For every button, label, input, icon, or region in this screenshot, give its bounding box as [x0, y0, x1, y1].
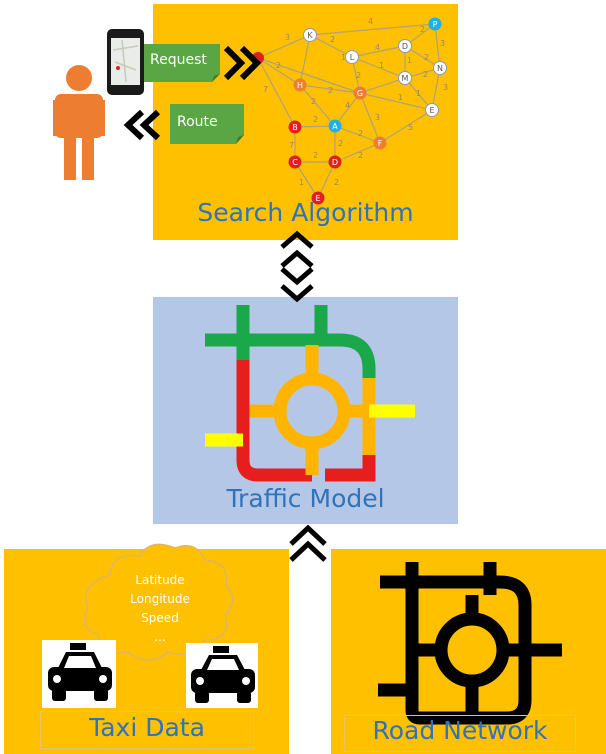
route-label: Route: [177, 114, 218, 130]
svg-text:7: 7: [263, 85, 268, 94]
svg-text:1: 1: [299, 178, 304, 187]
svg-text:L: L: [350, 53, 355, 62]
double-chevron-up-icon: [289, 524, 327, 562]
svg-text:2: 2: [338, 139, 343, 148]
double-chevron-left-icon: [123, 109, 161, 141]
taxi-icon: [186, 643, 258, 708]
svg-text:4: 4: [345, 101, 350, 110]
svg-text:2: 2: [313, 151, 318, 160]
svg-text:A: A: [332, 122, 338, 131]
svg-text:1: 1: [398, 93, 403, 102]
road-network-map: [378, 562, 562, 725]
node-b: [288, 120, 302, 134]
svg-text:5: 5: [408, 123, 413, 132]
node-f: [373, 136, 387, 150]
node-h: [293, 78, 307, 92]
node-d: [328, 155, 342, 169]
svg-text:1: 1: [407, 56, 412, 65]
svg-text:7: 7: [289, 141, 294, 150]
cloud-icon: [83, 543, 234, 661]
graph-nodes: K L D P M N E H G B A F C D E: [252, 17, 447, 205]
node-m: [398, 71, 412, 85]
traffic-model-caption: Traffic Model: [226, 484, 385, 513]
svg-text:3: 3: [285, 33, 290, 42]
taxi-icon: [42, 640, 116, 708]
svg-text:2: 2: [330, 35, 335, 44]
svg-text:N: N: [437, 64, 443, 73]
svg-text:2: 2: [328, 86, 333, 95]
svg-text:2: 2: [276, 61, 281, 70]
svg-text:E: E: [315, 194, 320, 203]
cloud-line-ellipsis: ...: [154, 630, 166, 644]
svg-text:4: 4: [368, 17, 373, 26]
request-label: Request: [150, 52, 207, 68]
request-tag: [144, 44, 220, 82]
svg-text:M: M: [402, 74, 409, 83]
svg-text:K: K: [307, 31, 313, 40]
svg-text:3: 3: [443, 83, 448, 92]
taxi-data-caption-box: [40, 711, 254, 749]
svg-text:2: 2: [358, 151, 363, 160]
svg-text:2: 2: [423, 70, 428, 79]
node-a: [328, 119, 342, 133]
search-algorithm-caption: Search Algorithm: [197, 198, 414, 227]
svg-text:D: D: [402, 42, 408, 51]
cloud-line-longitude: Longitude: [130, 592, 190, 606]
svg-text:B: B: [292, 123, 298, 132]
svg-text:2: 2: [358, 129, 363, 138]
node-e: [311, 191, 325, 205]
svg-text:1: 1: [416, 89, 421, 98]
svg-text:2: 2: [424, 53, 429, 62]
svg-text:F: F: [378, 139, 383, 148]
road-network-caption-box: [344, 715, 576, 752]
svg-text:G: G: [357, 89, 363, 98]
svg-text:2: 2: [420, 25, 425, 34]
svg-text:1: 1: [341, 53, 346, 62]
svg-text:C: C: [292, 158, 298, 167]
svg-text:P: P: [433, 20, 438, 29]
svg-text:2: 2: [311, 97, 316, 106]
node-k: [303, 28, 317, 42]
node-g: [353, 86, 367, 100]
svg-text:2: 2: [313, 115, 318, 124]
traffic-road-map: [205, 305, 415, 482]
svg-text:2: 2: [334, 178, 339, 187]
svg-text:1: 1: [379, 61, 384, 70]
node-d-top: [398, 39, 412, 53]
road-network-caption: Road Network: [372, 716, 548, 745]
svg-text:4: 4: [375, 43, 380, 52]
person-icon: [53, 65, 105, 180]
node-c: [288, 155, 302, 169]
smartphone-icon: [107, 29, 144, 95]
node-p: [428, 17, 442, 31]
route-tag: [170, 104, 244, 144]
svg-text:E: E: [429, 106, 434, 115]
svg-text:2: 2: [356, 71, 361, 80]
node-n: [433, 61, 447, 75]
cloud-text: Latitude Longitude Speed ...: [105, 571, 215, 647]
cloud-line-speed: Speed: [141, 611, 179, 625]
node-e-right: [425, 103, 439, 117]
graph-edges: [257, 23, 441, 199]
taxi-data-caption: Taxi Data: [89, 713, 205, 742]
svg-text:3: 3: [440, 39, 445, 48]
svg-text:3: 3: [375, 113, 380, 122]
double-chevron-right-icon: [223, 45, 262, 81]
svg-text:H: H: [297, 81, 303, 90]
diamond-up-down-icon: [280, 230, 314, 303]
cloud-line-latitude: Latitude: [135, 573, 185, 587]
node-l: [345, 50, 359, 64]
svg-text:D: D: [332, 158, 338, 167]
